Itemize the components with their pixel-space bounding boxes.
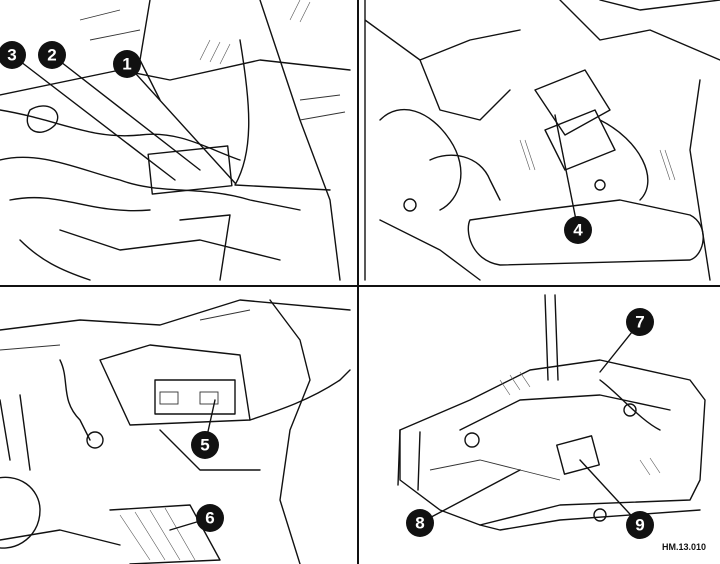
callout-9: 9 xyxy=(626,511,654,539)
panel-top-left-drawing xyxy=(0,0,351,281)
leader-lines xyxy=(11,54,641,531)
callout-4: 4 xyxy=(564,216,592,244)
panel-top-right-drawing xyxy=(364,0,720,281)
callout-5: 5 xyxy=(191,431,219,459)
svg-text:5: 5 xyxy=(200,436,209,455)
panel-bottom-right-drawing xyxy=(397,294,706,531)
svg-text:7: 7 xyxy=(635,313,644,332)
figure-reference: HM.13.010 xyxy=(661,542,706,552)
svg-text:1: 1 xyxy=(122,55,131,74)
svg-text:3: 3 xyxy=(7,46,16,65)
svg-text:2: 2 xyxy=(47,46,56,65)
callout-6: 6 xyxy=(196,504,224,532)
svg-text:9: 9 xyxy=(635,516,644,535)
callout-8: 8 xyxy=(406,509,434,537)
svg-text:8: 8 xyxy=(415,514,424,533)
svg-text:6: 6 xyxy=(205,509,214,528)
callout-1: 1 xyxy=(113,50,141,78)
svg-text:4: 4 xyxy=(573,221,583,240)
panel-bottom-left-drawing xyxy=(0,299,351,564)
callout-3: 3 xyxy=(0,41,26,69)
callout-7: 7 xyxy=(626,308,654,336)
callout-2: 2 xyxy=(38,41,66,69)
